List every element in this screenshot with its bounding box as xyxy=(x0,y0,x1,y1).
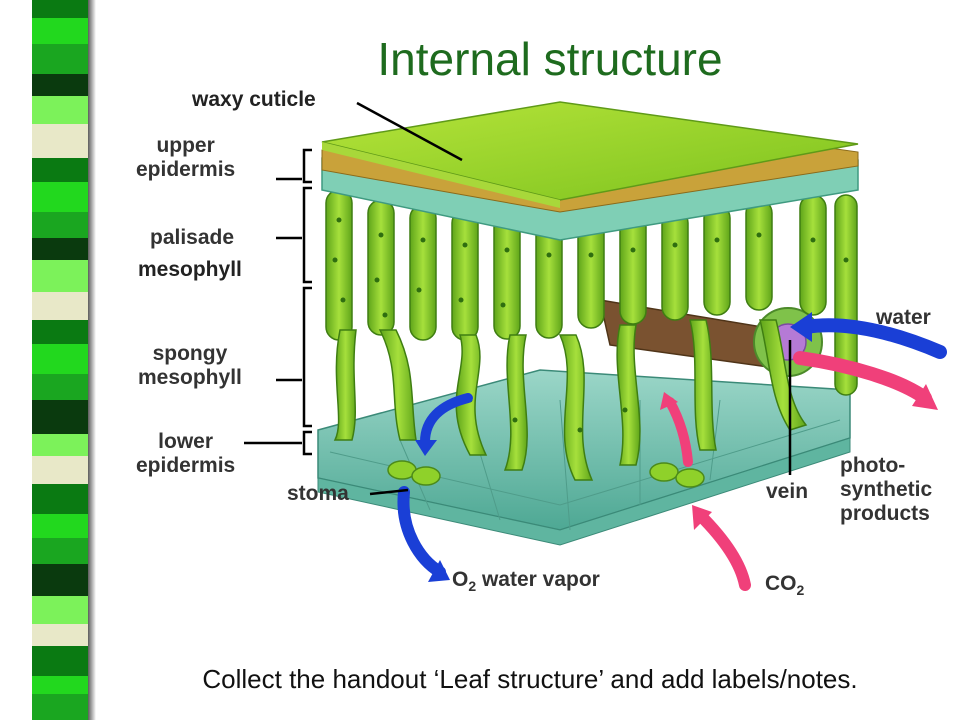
stripe-segment xyxy=(32,456,88,484)
co2-inner-arrow xyxy=(660,392,693,467)
stripe-segment xyxy=(32,158,88,182)
stripe-segment xyxy=(32,18,88,44)
stripe-segment xyxy=(32,596,88,624)
stripe-segment xyxy=(32,484,88,514)
stripe-bar-shadow xyxy=(88,0,96,720)
stripe-segment xyxy=(32,624,88,646)
oxygen-vapor-inner-arrow xyxy=(415,393,473,456)
label-lower-epidermis: lower epidermis xyxy=(136,430,236,477)
o2-symbol: O xyxy=(452,568,469,591)
label-mesophyll: mesophyll xyxy=(138,258,242,281)
label-water: water xyxy=(876,306,931,329)
stripe-segment xyxy=(32,434,88,456)
decorative-stripe-bar xyxy=(0,0,110,720)
label-stoma: stoma xyxy=(287,482,349,505)
stripe-segment xyxy=(32,238,88,260)
label-spongy-mesophyll: spongy mesophyll xyxy=(138,342,242,389)
label-brackets xyxy=(244,101,792,496)
oxygen-vapor-outer-arrow xyxy=(397,486,450,582)
label-upper-epidermis: upper epidermis xyxy=(136,134,236,181)
label-vein: vein xyxy=(766,480,809,503)
stripe-segment xyxy=(32,694,88,720)
stripe-segment xyxy=(32,74,88,96)
stripe-segment xyxy=(32,212,88,238)
stripe-segment xyxy=(32,400,88,434)
stripe-segment xyxy=(32,538,88,564)
stoma-guard-cells xyxy=(387,460,705,488)
stripe-segment xyxy=(32,374,88,400)
co2-outer-arrow xyxy=(692,505,751,591)
stripe-segment xyxy=(32,292,88,320)
photosynthetic-products-arrow xyxy=(793,351,938,410)
o2-subscript: 2 xyxy=(468,578,477,595)
stripe-segment xyxy=(32,514,88,538)
co2-symbol: CO xyxy=(765,572,797,595)
stripe-segment xyxy=(32,320,88,344)
stripe-segment xyxy=(32,0,88,18)
co2-subscript: 2 xyxy=(796,582,805,599)
stripe-segment xyxy=(32,344,88,374)
label-o2-water-vapor: O2 water vapor xyxy=(452,568,600,598)
stripe-segment xyxy=(32,676,88,694)
label-co2: CO2 xyxy=(765,572,804,602)
stripe-segment xyxy=(32,182,88,212)
stripe-bar-edge xyxy=(0,0,32,720)
label-palisade: palisade xyxy=(150,226,235,249)
slide-caption: Collect the handout ‘Leaf structure’ and… xyxy=(202,664,858,694)
label-photosynthetic-products: photo- synthetic products xyxy=(840,454,933,525)
stripe-segment xyxy=(32,44,88,74)
water-arrow xyxy=(790,312,947,359)
slide-title: Internal structure xyxy=(377,33,723,85)
label-waxy-cuticle: waxy cuticle xyxy=(192,88,316,111)
stripe-segment xyxy=(32,124,88,158)
stripe-segment xyxy=(32,564,88,596)
stripe-segment xyxy=(32,96,88,124)
water-vapor-text: water vapor xyxy=(476,568,600,591)
chloroplast-dots xyxy=(332,217,849,433)
upper-epidermis-layer xyxy=(321,101,859,241)
stripe-segment xyxy=(32,646,88,676)
stripe-segment xyxy=(32,260,88,292)
